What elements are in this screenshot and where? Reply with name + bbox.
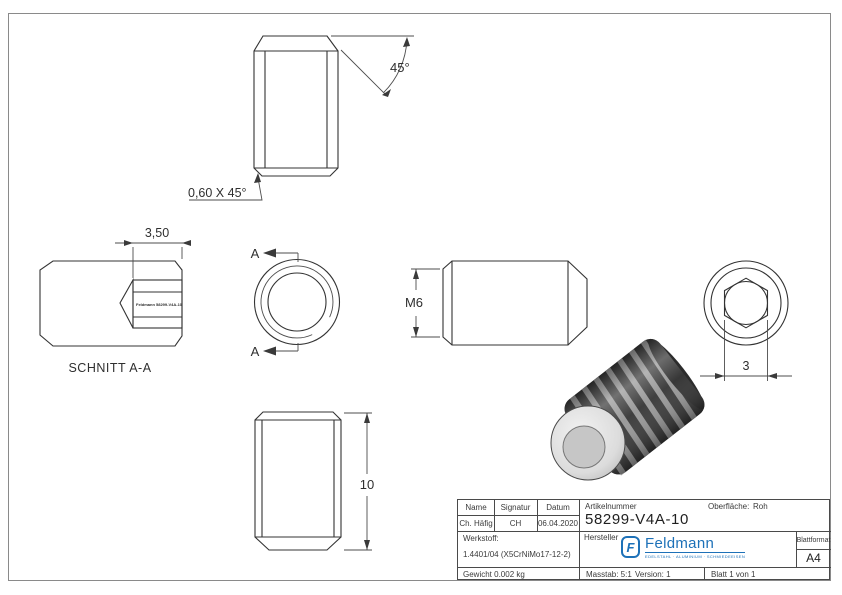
section-title: SCHNITT A-A: [68, 361, 151, 375]
dim-socket-depth: 3,50: [145, 226, 169, 240]
weight-text: Gewicht 0.002 kg: [463, 570, 525, 579]
feldmann-logo-icon: F: [621, 536, 640, 558]
material-label: Werkstoff:: [463, 534, 499, 543]
name-label: Name: [465, 503, 487, 512]
grid-line: [704, 567, 705, 579]
material-value: 1.4401/04 (X5CrNiMo17-12-2): [463, 550, 571, 559]
render-3d-screw: [550, 338, 705, 481]
manufacturer-label: Hersteller: [584, 533, 619, 542]
dim-angle: 45°: [390, 60, 410, 75]
name-value: Ch. Häfig: [459, 518, 493, 528]
view-top-chamfer: 45° 0,60 X 45°: [188, 35, 414, 201]
date-label: Datum: [546, 503, 570, 512]
title-block: Name Signatur Datum Ch. Häfig CH 06.04.2…: [457, 499, 831, 580]
grid-line: [458, 531, 831, 532]
dim-hex-af: 3: [743, 359, 750, 373]
surface-value: Roh: [753, 502, 768, 511]
view-hex-socket: 3: [700, 260, 792, 381]
feldmann-logo-tagline: EDELSTAHL · ALUMINIUM · SCHMIEDEEISEN: [645, 552, 746, 559]
engraving-text: Feldmann 58299-V4A-10: [136, 302, 183, 307]
article-number-label: Artikelnummer: [585, 502, 637, 511]
sheet-text: Blatt 1 von 1: [711, 570, 756, 579]
sheet-border: [8, 13, 831, 581]
feldmann-logo: F Feldmann EDELSTAHL · ALUMINIUM · SCHMI…: [621, 535, 746, 559]
view-length: 10: [254, 411, 374, 551]
surface-label: Oberfläche:: [708, 502, 750, 511]
section-marker-bottom: A: [251, 344, 260, 359]
view-side-m6: M6: [405, 260, 588, 346]
date-value: 06.04.2020: [537, 518, 579, 528]
scale-text: Masstab: 5:1: [586, 570, 632, 579]
feldmann-logo-text: Feldmann: [645, 535, 715, 552]
dim-thread: M6: [405, 295, 423, 310]
view-front-circles: A A: [251, 246, 341, 359]
signature-value: CH: [509, 518, 522, 528]
grid-line: [458, 515, 579, 516]
grid-line: [458, 567, 831, 568]
view-section: Feldmann 58299-V4A-10 3,50 SCHNITT A-A: [39, 226, 191, 375]
grid-line: [579, 500, 580, 579]
article-number-value: 58299-V4A-10: [585, 511, 689, 528]
dim-chamfer-note: 0,60 X 45°: [188, 186, 247, 200]
sheet-format-label: Blattformat: [796, 536, 831, 544]
sheet-format-value: A4: [806, 551, 821, 565]
version-text: Version: 1: [635, 570, 671, 579]
grid-line: [796, 549, 831, 550]
signature-label: Signatur: [500, 503, 531, 512]
dim-length: 10: [360, 477, 374, 492]
section-marker-top: A: [251, 246, 260, 261]
